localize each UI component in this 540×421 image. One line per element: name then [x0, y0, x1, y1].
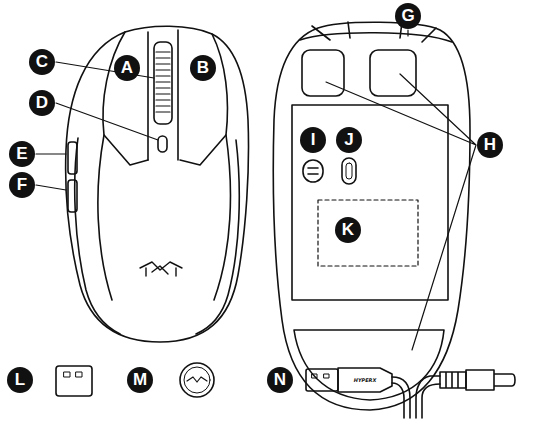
leader-line	[407, 30, 408, 36]
sensor	[342, 158, 356, 184]
cable	[416, 376, 440, 418]
callout-letter: E	[9, 141, 35, 167]
side-button-front	[68, 142, 77, 174]
dongle-port	[76, 372, 82, 377]
base-plate	[292, 105, 448, 300]
right-button-edge	[180, 34, 227, 165]
usb-dongle	[56, 366, 92, 396]
button-split	[148, 30, 178, 160]
callout-letter: C	[29, 49, 55, 75]
mouse-top-shell	[66, 26, 249, 342]
callout-letter: H	[477, 132, 503, 158]
hx-logo	[140, 262, 182, 276]
callout-letter: F	[9, 172, 35, 198]
usb-c-strain-relief	[440, 372, 466, 388]
callout-letter: D	[29, 90, 55, 116]
callout-letter: I	[300, 127, 326, 153]
cable	[392, 377, 410, 418]
callout-letter: M	[127, 367, 153, 393]
power-switch-slider	[308, 168, 318, 174]
leader-line	[326, 74, 476, 350]
power-switch	[303, 160, 323, 182]
dpi-button	[158, 136, 167, 152]
callout-letter: A	[114, 55, 140, 81]
adapter-puck	[180, 363, 214, 397]
scroll-wheel	[154, 42, 172, 124]
scroll-wheel-ridges	[156, 52, 170, 112]
usb-a-port	[324, 374, 329, 378]
callout-letter: J	[336, 127, 362, 153]
callout-letter: G	[395, 3, 421, 29]
accent-right	[214, 135, 230, 300]
leader-line	[36, 153, 66, 154]
dongle-port	[64, 372, 70, 377]
front-skates	[312, 22, 436, 42]
sensor-inner	[346, 163, 352, 179]
usb-a-housing	[338, 368, 392, 392]
side-grip-left	[75, 138, 120, 334]
usb-c-plug	[466, 370, 515, 390]
callout-letter: B	[190, 55, 216, 81]
adapter-puck-ring	[184, 367, 210, 393]
callout-letter: L	[7, 367, 33, 393]
usb-a-plug	[306, 369, 338, 391]
side-button-rear	[68, 180, 77, 212]
brand-print: HYPERX	[354, 377, 377, 383]
side-grip-right	[196, 140, 239, 334]
callout-letter: N	[267, 367, 293, 393]
callout-letter: K	[335, 217, 361, 243]
accent-left	[98, 135, 112, 300]
left-button-edge	[103, 32, 148, 165]
dongle-storage	[318, 200, 418, 266]
leader-line	[36, 185, 66, 190]
skate-left	[302, 50, 344, 96]
mouse-bottom-shell	[273, 22, 470, 410]
puck-logo	[187, 377, 207, 382]
leader-line	[56, 103, 158, 140]
skate-rear	[294, 330, 444, 400]
skate-right	[370, 50, 416, 96]
usb-a-port	[312, 374, 317, 378]
